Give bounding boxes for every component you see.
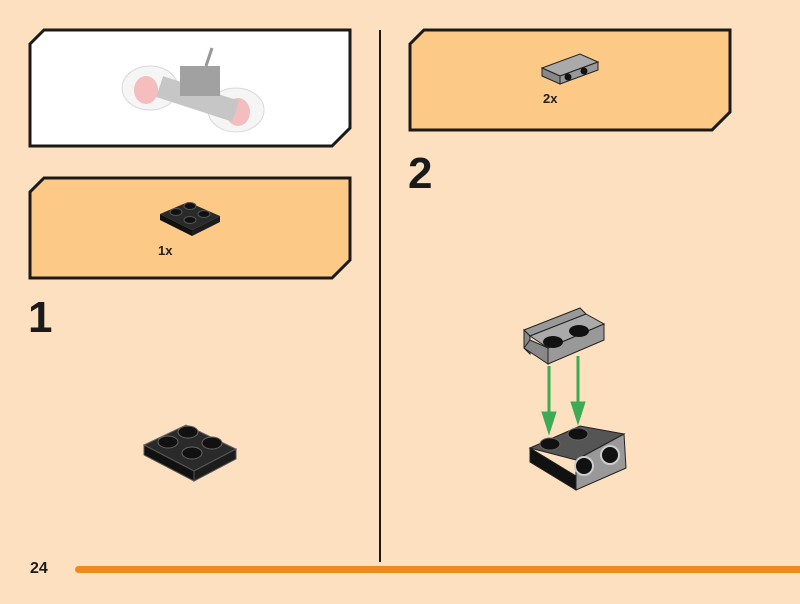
part-quantity: 2x <box>543 91 558 106</box>
part-quantity: 1x <box>158 243 173 258</box>
gray-bracket-1x2-icon <box>540 53 600 85</box>
model-preview-panel <box>28 28 352 148</box>
step-1-assembly-plate-icon <box>142 424 238 482</box>
step-2-assembly-icon <box>523 307 627 491</box>
page-number: 24 <box>30 560 48 577</box>
motorcycle-model-preview-icon <box>121 47 265 133</box>
bracket-base-part-icon <box>528 425 627 491</box>
page-accent-bar <box>75 566 800 573</box>
step-number: 1 <box>28 293 53 342</box>
step-number: 2 <box>408 149 433 198</box>
step-1-parts-panel <box>28 176 352 280</box>
gray-bracket-part-icon <box>523 307 606 365</box>
black-plate-2x2-icon <box>160 202 220 236</box>
step-2-parts-panel <box>408 28 732 132</box>
step-divider <box>379 30 381 562</box>
green-arrow-icon <box>541 356 586 436</box>
